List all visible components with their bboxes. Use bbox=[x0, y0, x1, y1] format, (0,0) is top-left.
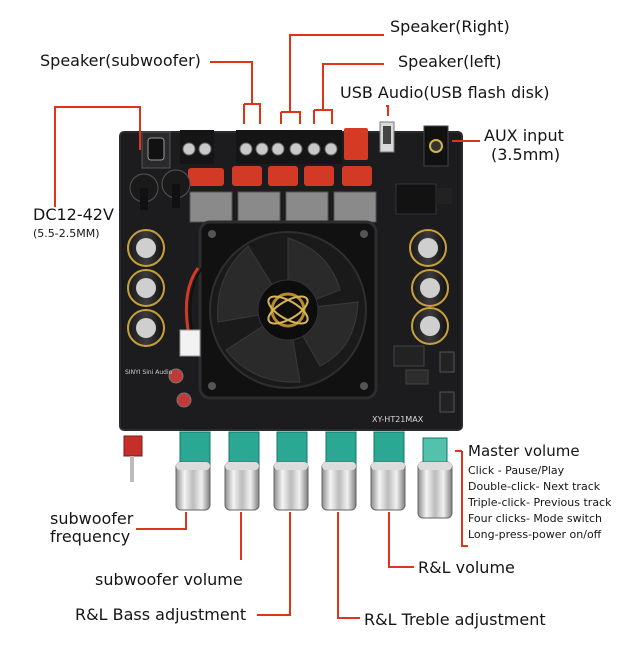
control-knobs bbox=[175, 461, 453, 519]
knob-rl-treble bbox=[321, 461, 357, 511]
power-switch bbox=[123, 435, 143, 482]
film-capacitors bbox=[188, 166, 372, 186]
left-capacitors bbox=[127, 229, 165, 347]
cooling-fan bbox=[198, 220, 378, 400]
board-model-text: XY-HT21MAX bbox=[372, 415, 424, 424]
dc-power-jack bbox=[141, 131, 171, 169]
master-volume-function-list: Click - Pause/Play Double-click- Next tr… bbox=[468, 463, 611, 543]
knob-subwoofer-frequency bbox=[175, 461, 211, 511]
leader-lines bbox=[54, 34, 480, 619]
usb-port bbox=[379, 121, 395, 153]
label-dc-power: DC12-42V bbox=[33, 205, 114, 224]
label-aux-input: AUX input bbox=[484, 126, 564, 145]
master-volume-function: Four clicks- Mode switch bbox=[468, 512, 603, 525]
aux-jack bbox=[423, 125, 449, 167]
knob-rl-volume bbox=[370, 461, 406, 511]
label-aux-size: (3.5mm) bbox=[491, 145, 561, 164]
board-brand-text: SINYI Sini Audio bbox=[125, 369, 173, 376]
label-rl-volume: R&L volume bbox=[418, 558, 515, 577]
label-rl-bass: R&L Bass adjustment bbox=[75, 605, 247, 624]
knob-subwoofer-volume bbox=[224, 461, 260, 511]
label-speaker-subwoofer: Speaker(subwoofer) bbox=[40, 51, 201, 70]
inductors bbox=[189, 191, 377, 223]
label-speaker-right: Speaker(Right) bbox=[390, 17, 510, 36]
label-usb-audio: USB Audio(USB flash disk) bbox=[340, 83, 550, 102]
subwoofer-terminal bbox=[180, 130, 214, 164]
label-master-volume: Master volume bbox=[468, 442, 580, 460]
knob-rl-bass bbox=[273, 461, 309, 511]
label-speaker-left: Speaker(left) bbox=[398, 52, 502, 71]
label-subwoofer-volume: subwoofer volume bbox=[95, 570, 243, 589]
right-capacitors bbox=[409, 229, 449, 345]
master-volume-function: Long-press-power on/off bbox=[468, 528, 602, 541]
label-rl-treble: R&L Treble adjustment bbox=[364, 610, 546, 629]
label-subwoofer-frequency-line1: subwoofer bbox=[50, 509, 134, 528]
label-dc-plug: (5.5-2.5MM) bbox=[33, 227, 100, 240]
label-subwoofer-frequency-line2: frequency bbox=[50, 527, 131, 546]
master-volume-function: Triple-click- Previous track bbox=[468, 496, 612, 509]
master-volume-function: Click - Pause/Play bbox=[468, 464, 565, 477]
speaker-terminal-block bbox=[236, 130, 342, 164]
master-volume-function: Double-click- Next track bbox=[468, 480, 601, 493]
knob-master-volume bbox=[417, 461, 453, 519]
potentiometer-bodies bbox=[179, 431, 448, 467]
